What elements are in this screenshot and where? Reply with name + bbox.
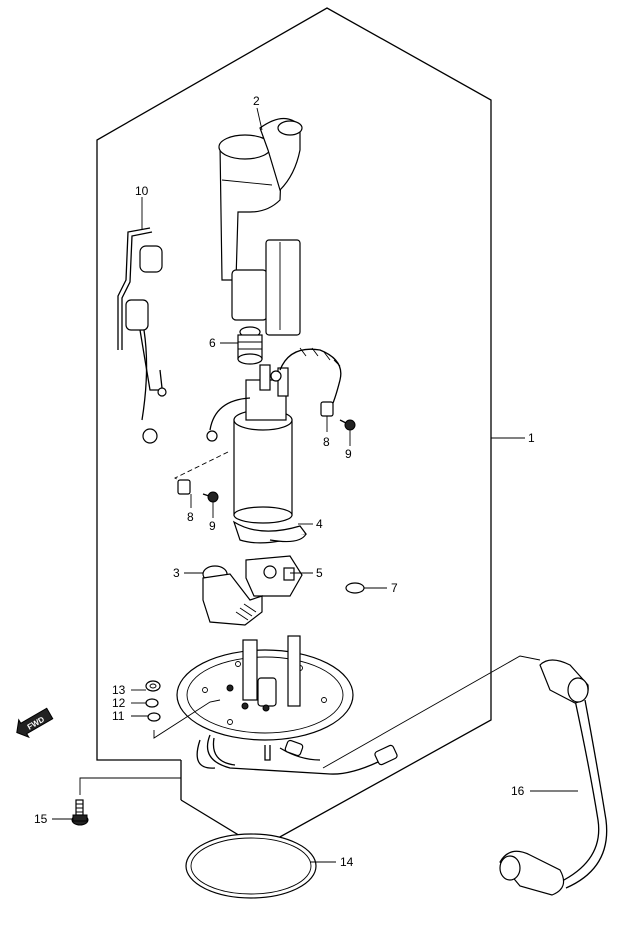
pump-housing xyxy=(218,117,303,336)
clamp-upper xyxy=(320,401,334,417)
nut-13 xyxy=(145,680,161,692)
callout-4: 4 xyxy=(316,517,323,531)
washer-11 xyxy=(147,712,161,722)
callout-7: 7 xyxy=(391,581,398,595)
callout-10: 10 xyxy=(135,184,149,198)
callout-16: 16 xyxy=(511,784,525,798)
screw-upper xyxy=(339,419,356,431)
callout-3: 3 xyxy=(173,566,180,580)
fuel-hose xyxy=(499,659,608,896)
fwd-direction-badge: FWD xyxy=(16,707,54,739)
filter-grommet xyxy=(237,326,263,365)
callout-8-upper: 8 xyxy=(323,435,330,449)
screw-lower xyxy=(202,491,219,503)
fuel-level-sender xyxy=(117,227,167,444)
pump-cushion xyxy=(232,520,307,544)
callout-2: 2 xyxy=(253,94,260,108)
pump-gasket xyxy=(185,833,317,899)
fuel-pump-motor xyxy=(206,347,342,524)
callout-14: 14 xyxy=(340,855,354,869)
assembly-outline xyxy=(96,7,492,849)
callout-1: 1 xyxy=(528,431,535,445)
callout-6: 6 xyxy=(209,336,216,350)
pump-base-plate xyxy=(176,635,354,761)
callout-5: 5 xyxy=(316,566,323,580)
callout-9-lower: 9 xyxy=(209,519,216,533)
callout-12: 12 xyxy=(112,696,126,710)
callout-11: 11 xyxy=(112,709,125,723)
holder-bracket xyxy=(245,555,303,597)
mounting-bolt xyxy=(71,799,89,826)
washer-12 xyxy=(145,698,159,708)
o-ring-small xyxy=(345,582,365,594)
callout-15: 15 xyxy=(34,812,48,826)
clamp-lower xyxy=(177,479,191,495)
callout-8-lower: 8 xyxy=(187,510,194,524)
callout-13: 13 xyxy=(112,683,126,697)
wiring-harness xyxy=(196,734,398,775)
pressure-regulator xyxy=(202,565,263,626)
callout-9-upper: 9 xyxy=(345,447,352,461)
